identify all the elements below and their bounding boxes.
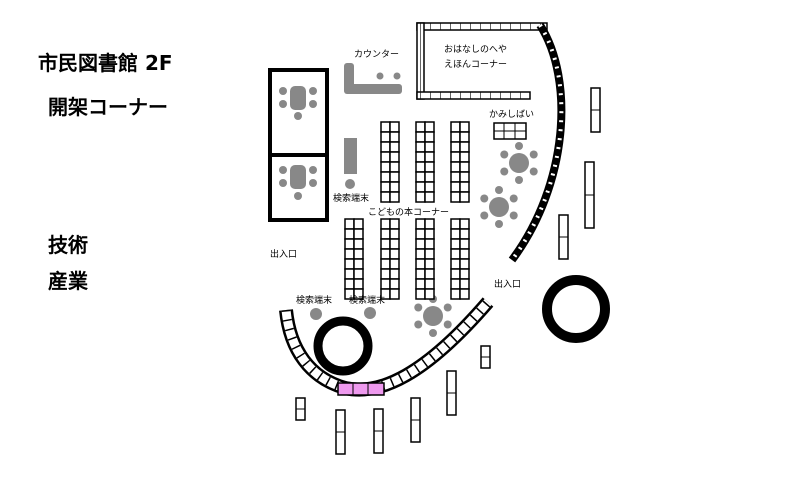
search-terminal-label-2: 検索端末 [296, 294, 332, 306]
kamishibai-stand [493, 122, 527, 140]
section-title: 開架コーナー [48, 95, 168, 119]
round-table-1 [500, 142, 538, 184]
bookshelf-upper-3 [450, 121, 470, 203]
story-room-label-1: おはなしのへや [444, 44, 507, 55]
reading-room [268, 68, 329, 222]
category-label-tech: 技術 [48, 233, 88, 257]
search-terminal-left [344, 138, 357, 189]
outer-shelf-8 [335, 409, 346, 455]
round-tables [414, 142, 538, 337]
outer-shelf-2 [584, 161, 595, 229]
bookshelf-lower-2 [380, 218, 400, 300]
entrance-right-label: 出入口 [494, 278, 521, 290]
search-terminal-lower-left [310, 308, 322, 320]
outer-shelf-6 [410, 397, 421, 443]
ring-right [542, 275, 610, 343]
kamishibai-label: かみしばい [489, 109, 534, 120]
category-label-industry: 産業 [48, 269, 89, 293]
round-table-2 [480, 186, 518, 228]
outer-shelf-4 [480, 345, 491, 369]
kids-shelves-upper [380, 121, 470, 203]
entrance-left-label: 出入口 [270, 248, 297, 260]
kids-corner-label: こどもの本コーナー [368, 206, 449, 218]
outer-shelf-5 [446, 370, 457, 416]
outer-shelves [295, 87, 601, 455]
search-terminal-lower-right [364, 307, 376, 319]
ring-left [313, 316, 373, 376]
search-terminal-label-1: 検索端末 [333, 192, 369, 204]
outer-shelf-1 [590, 87, 601, 133]
counter [344, 63, 402, 94]
bookshelf-lower-1 [344, 218, 364, 300]
round-table-3 [414, 295, 452, 337]
reading-table-top [279, 86, 317, 120]
outer-shelf-9 [295, 397, 306, 421]
story-room [416, 22, 548, 100]
bookshelf-upper-1 [380, 121, 400, 203]
bookshelf-lower-4 [450, 218, 470, 300]
right-curved-wall [508, 22, 566, 263]
kids-shelves-lower [344, 218, 470, 300]
floor-title: 市民図書館 2F [38, 51, 173, 75]
outer-shelf-3 [558, 214, 569, 260]
counter-label: カウンター [354, 49, 399, 60]
highlight-segment [337, 382, 385, 396]
search-terminal-label-3: 検索端末 [349, 294, 385, 306]
reading-table-bottom [279, 165, 317, 200]
bookshelf-upper-2 [415, 121, 435, 203]
story-room-label-2: えほんコーナー [444, 59, 507, 70]
bookshelf-lower-3 [415, 218, 435, 300]
outer-shelf-7 [373, 408, 384, 454]
